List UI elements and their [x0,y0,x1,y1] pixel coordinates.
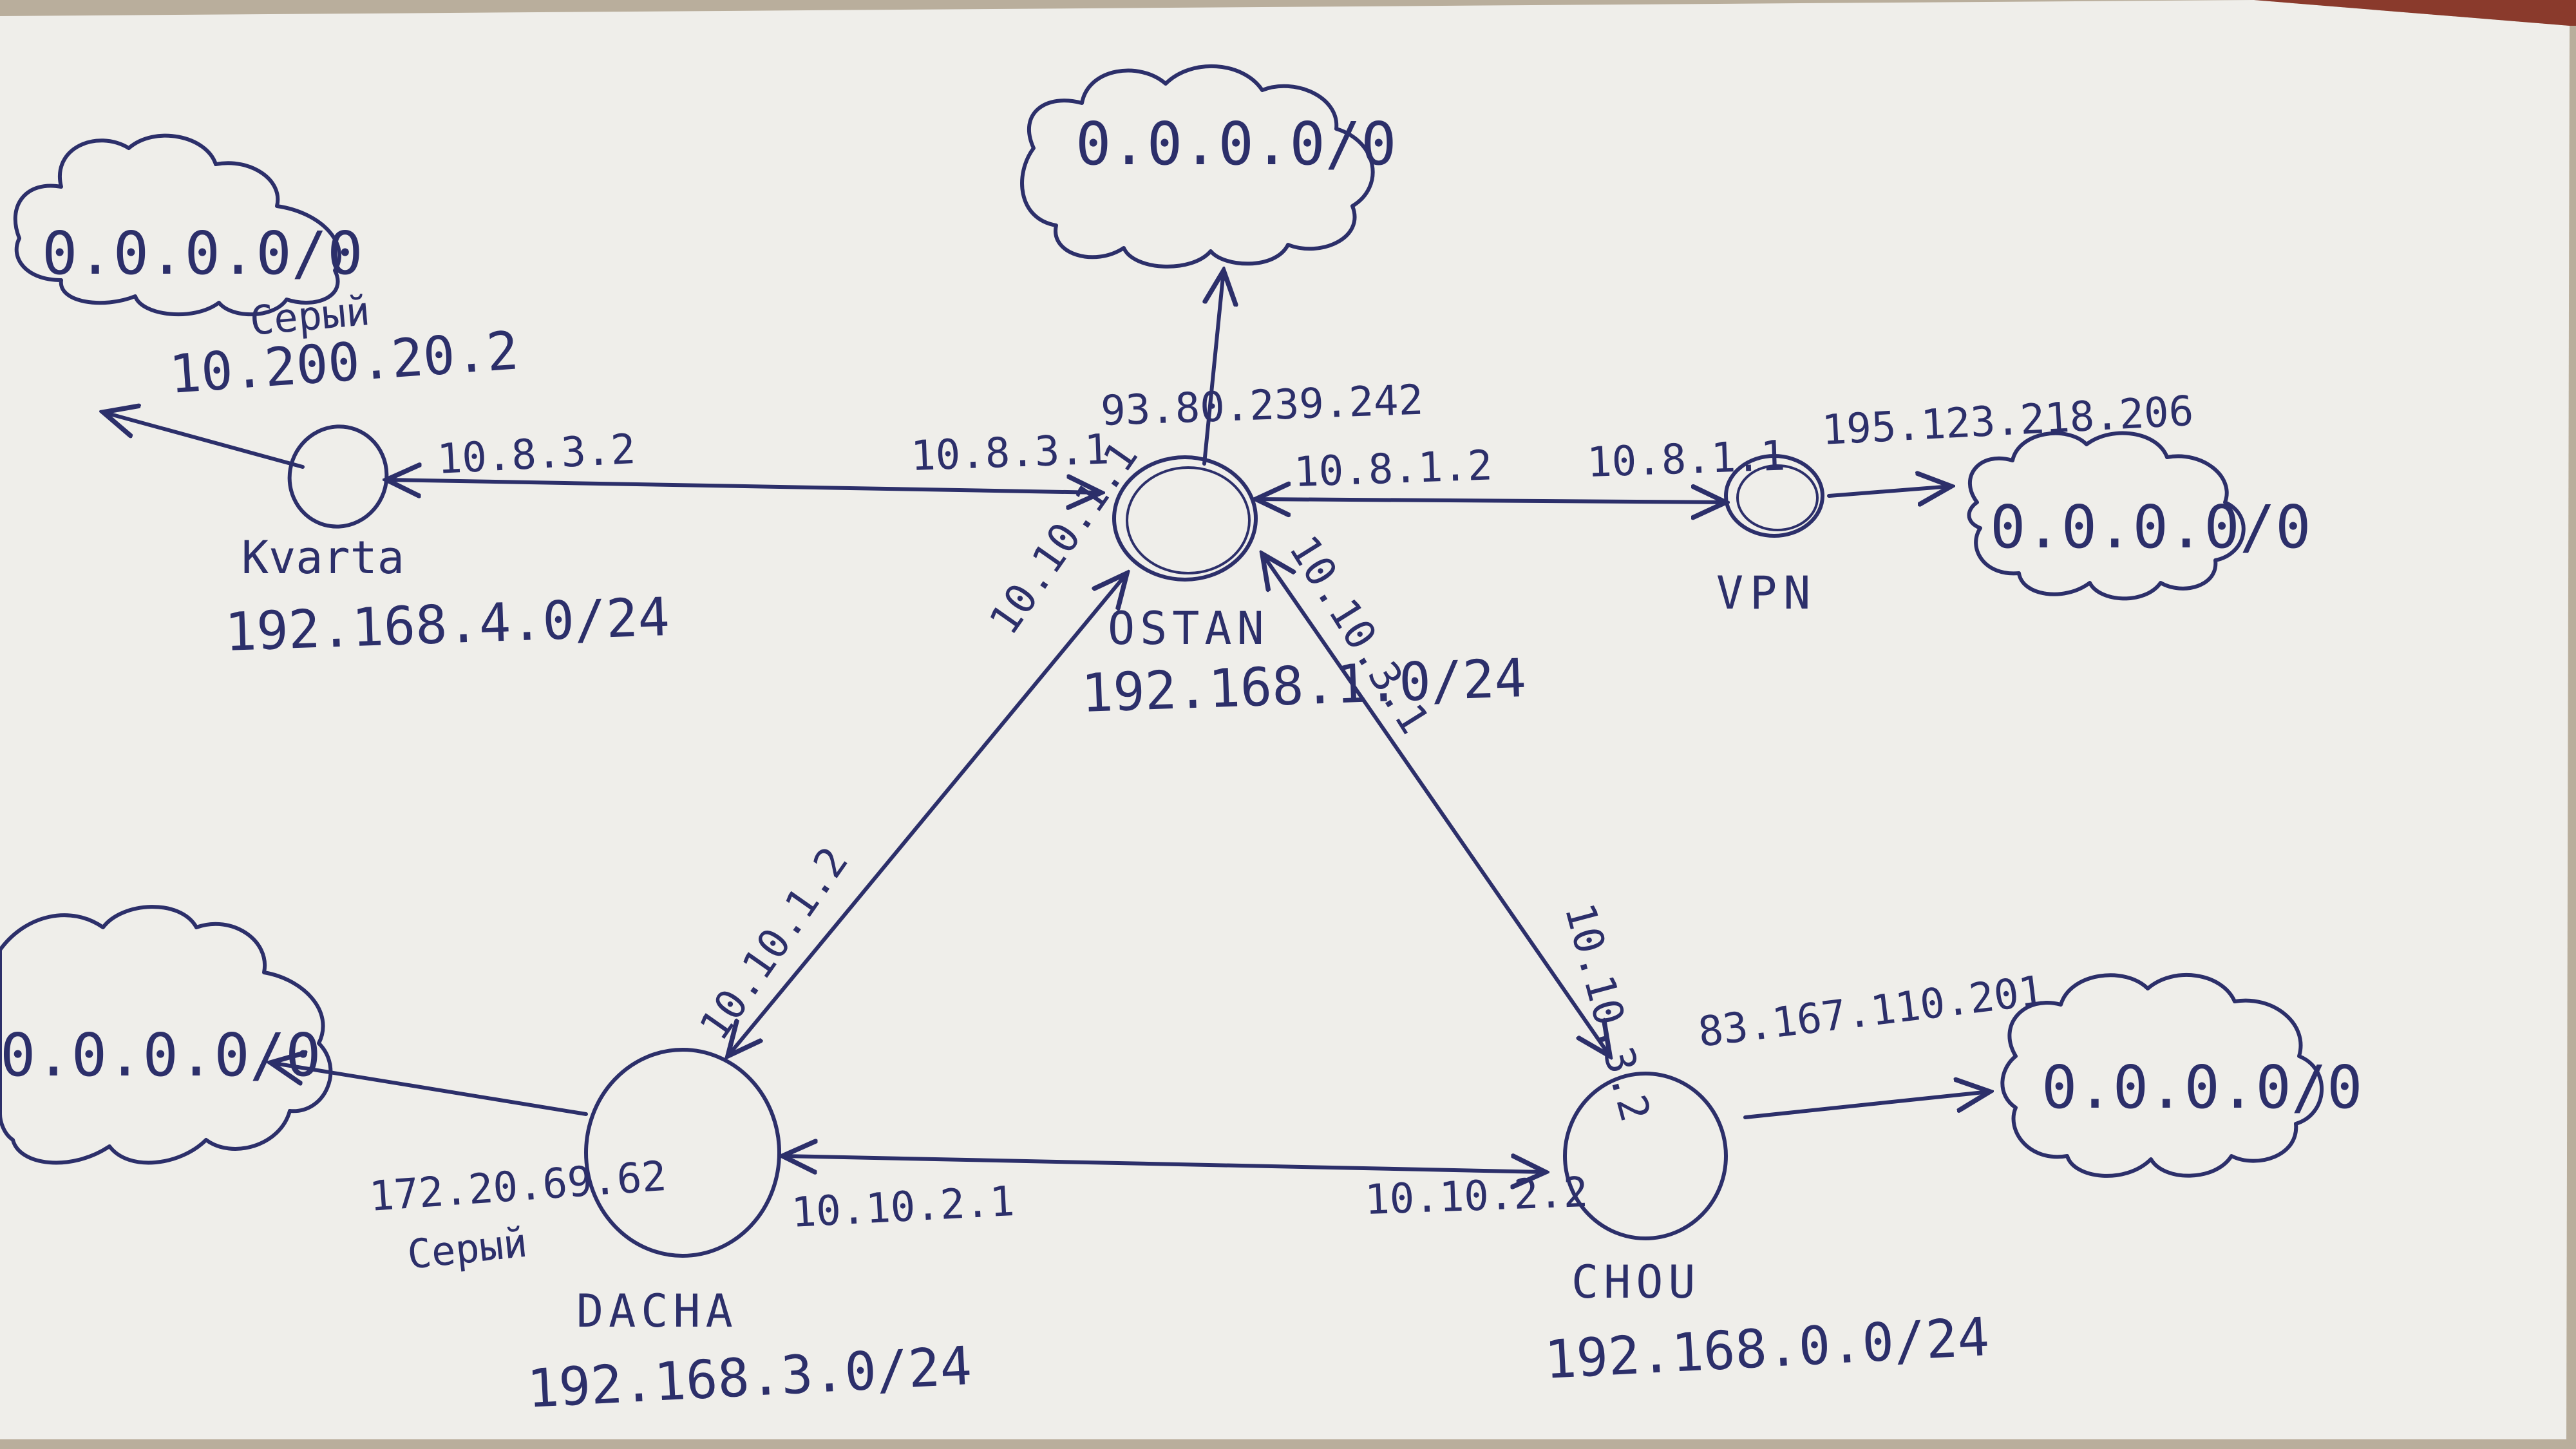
vpn-ip-to-ostan: 10.8.1.1 [1586,432,1786,487]
chou-ip-to-dacha: 10.10.2.2 [1364,1169,1589,1224]
cloud-dacha-label: 0.0.0.0/0 [0,1021,321,1090]
edge-ostan-dacha [728,573,1127,1056]
ostan-ip-to-kvarta: 10.8.3.1 [910,426,1110,480]
node-dacha [584,1048,781,1258]
dacha-name: DACHA [576,1285,738,1338]
paper-shadow-edge [2254,0,2576,26]
edge-dacha-chou [782,1156,1546,1172]
kvarta-ip-to-ostan: 10.8.3.2 [436,426,637,484]
cloud-chou: 0.0.0.0/0 [2000,973,2363,1178]
node-vpn [1724,454,1824,538]
cloud-chou-label: 0.0.0.0/0 [2041,1053,2363,1122]
ostan-wan-ip: 93.80.239.242 [1100,377,1424,435]
edge-ostan-top-cloud [1202,270,1224,466]
edge-ostan-vpn [1256,499,1726,502]
ostan-name: OSTAN [1108,602,1269,655]
edge-ostan-chou [1262,554,1610,1056]
dacha-ip-to-chou: 10.10.2.1 [790,1178,1016,1237]
node-chou [1563,1072,1728,1240]
ostan-ip-to-vpn: 10.8.1.2 [1293,442,1493,497]
kvarta-name: Kvarta [242,531,404,584]
edge-kvarta-wan [103,412,305,469]
kvarta-wan-note: Серый [248,287,372,345]
cloud-left: 0.0.0.0/0 [13,133,363,317]
node-ostan [1112,455,1258,582]
chou-name: CHOU [1571,1256,1701,1309]
cloud-top-label: 0.0.0.0/0 [1075,109,1397,178]
edge-dacha-cloud [270,1063,588,1116]
edge-chou-cloud [1743,1092,1990,1119]
cloud-top: 0.0.0.0/0 [1020,64,1397,269]
cloud-vpn: 0.0.0.0/0 [1967,431,2311,601]
edge-vpn-cloud [1827,486,1951,496]
edge-kvarta-ostan [386,480,1101,493]
node-kvarta [287,424,389,529]
cloud-left-label: 0.0.0.0/0 [42,219,363,288]
vpn-name: VPN [1716,567,1817,620]
cloud-vpn-label: 0.0.0.0/0 [1990,493,2311,562]
